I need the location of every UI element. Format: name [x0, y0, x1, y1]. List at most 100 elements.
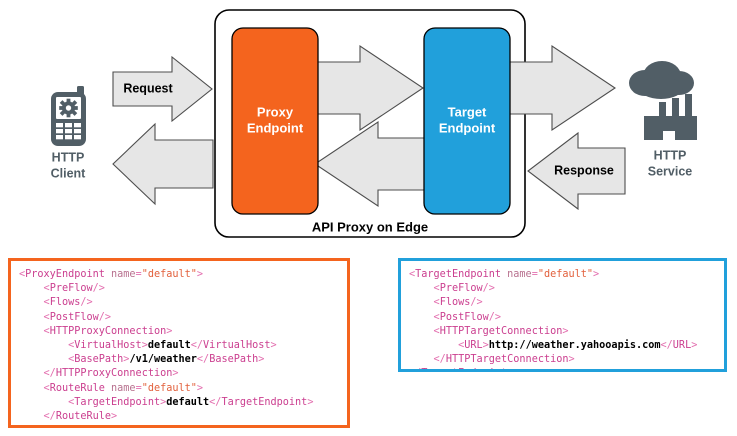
code-token-punct: < [433, 283, 440, 295]
code-token-punct: > [160, 396, 167, 408]
code-token-punct: > [172, 368, 179, 380]
code-token-val: "default" [141, 382, 197, 394]
code-token-punct: </ [19, 425, 31, 428]
code-token-plain [19, 397, 68, 408]
code-token-tag: RouteRule [49, 382, 105, 394]
request-arrow [112, 55, 213, 123]
http-service-label-line2: Service [648, 164, 693, 178]
code-token-punct: /> [98, 311, 112, 323]
code-line: <Flows/> [19, 296, 339, 310]
code-token-tag: PostFlow [439, 311, 489, 323]
code-token-plain [409, 297, 434, 308]
code-token-punct: </ [209, 396, 222, 408]
code-token-punct: </ [409, 368, 421, 369]
code-token-plain [19, 326, 44, 337]
code-token-tag: URL [672, 339, 692, 351]
code-token-plain [19, 411, 44, 422]
code-line: </RouteRule> [19, 410, 339, 424]
response-arrow [527, 131, 626, 211]
code-token-tag: Flows [439, 297, 471, 309]
code-token-punct: < [68, 339, 75, 351]
code-token-punct: </ [190, 339, 204, 351]
proxy-endpoint-code-block[interactable]: <ProxyEndpoint name="default"> <PreFlow/… [8, 258, 350, 428]
code-token-text: /v1/weather [129, 354, 197, 366]
code-line: <RouteRule name="default"> [19, 382, 339, 396]
target-to-service-arrow [504, 44, 616, 132]
code-token-tag: HTTPProxyConnection [55, 368, 173, 380]
code-line: <TargetEndpoint name="default"> [409, 268, 716, 282]
code-token-tag: BasePath [74, 354, 124, 366]
code-line: <PostFlow/> [409, 311, 716, 325]
proxy-to-client-arrow [112, 122, 214, 206]
code-line: <BasePath>/v1/weather</BasePath> [19, 353, 339, 367]
code-token-tag: ProxyEndpoint [25, 269, 105, 280]
code-token-attr: name [104, 269, 136, 280]
code-line: <HTTPTargetConnection> [409, 325, 716, 339]
code-token-punct: > [196, 269, 204, 280]
code-token-punct: < [433, 311, 440, 323]
code-line: </TargetEndpoint> [409, 367, 716, 369]
code-line: <VirtualHost>default</VirtualHost> [19, 339, 339, 353]
http-client-label-line1: HTTP [52, 150, 85, 164]
code-token-plain [409, 283, 434, 294]
code-line: </HTTPProxyConnection> [19, 367, 339, 381]
target-endpoint-label-line1: Target [448, 104, 487, 119]
code-token-punct: > [691, 339, 698, 351]
code-token-punct: > [166, 325, 173, 337]
code-token-plain [409, 354, 434, 365]
code-token-plain [19, 283, 44, 294]
code-line: <PreFlow/> [409, 282, 716, 296]
code-token-plain [19, 368, 44, 379]
code-token-tag: HTTPTargetConnection [439, 325, 563, 337]
code-token-punct: </ [660, 339, 673, 351]
code-token-punct: > [111, 410, 118, 422]
code-token-tag: TargetEndpoint [421, 368, 507, 369]
code-token-tag: VirtualHost [203, 339, 271, 351]
code-token-punct: > [258, 354, 265, 366]
code-token-tag: ProxyEndpoint [31, 425, 111, 428]
code-token-punct: </ [43, 410, 56, 422]
code-token-punct: /> [80, 297, 93, 309]
code-token-plain [19, 354, 68, 365]
code-line: </HTTPTargetConnection> [409, 353, 716, 367]
node-target-endpoint[interactable]: Target Endpoint [423, 27, 511, 215]
code-token-plain [409, 340, 458, 351]
code-token-punct: < [43, 382, 50, 394]
node-proxy-endpoint[interactable]: Proxy Endpoint [231, 27, 319, 215]
code-token-tag: PreFlow [49, 283, 93, 295]
code-token-punct: < [68, 396, 75, 408]
code-token-val: "default" [141, 269, 197, 280]
code-token-punct: < [43, 311, 50, 323]
code-token-punct: = [135, 382, 142, 394]
code-token-punct: > [507, 368, 513, 369]
code-token-punct: > [123, 354, 130, 366]
http-client-label-line2: Client [51, 166, 87, 180]
target-endpoint-code-block[interactable]: <TargetEndpoint name="default"> <PreFlow… [398, 258, 727, 372]
code-token-text: default [166, 396, 210, 408]
code-token-punct: </ [196, 354, 210, 366]
code-token-plain [19, 383, 44, 394]
code-token-punct: > [196, 382, 204, 394]
code-token-punct: < [458, 339, 465, 351]
code-token-punct: = [531, 269, 538, 280]
code-token-punct: > [562, 325, 569, 337]
code-line: <ProxyEndpoint name="default"> [19, 268, 339, 282]
code-token-punct: < [43, 283, 50, 295]
code-token-tag: TargetEndpoint [74, 396, 161, 408]
api-proxy-container [214, 9, 526, 238]
proxy-endpoint-label-line2: Endpoint [247, 120, 304, 135]
code-token-punct: > [307, 396, 314, 408]
code-line: <PostFlow/> [19, 311, 339, 325]
mobile-phone-gear-icon [51, 86, 86, 146]
response-arrow-label: Response [554, 163, 614, 177]
proxy-to-target-arrow [312, 44, 424, 132]
code-token-tag: TargetEndpoint [415, 269, 502, 280]
code-line: <URL>http://weather.yahooapis.com</URL> [409, 339, 716, 353]
code-token-tag: RouteRule [55, 410, 112, 422]
cloud-factory-icon [629, 61, 697, 140]
code-token-tag: BasePath [209, 354, 259, 366]
proxy-endpoint-label-line1: Proxy [257, 104, 294, 119]
code-token-tag: VirtualHost [74, 339, 142, 351]
code-token-attr: name [104, 382, 136, 394]
